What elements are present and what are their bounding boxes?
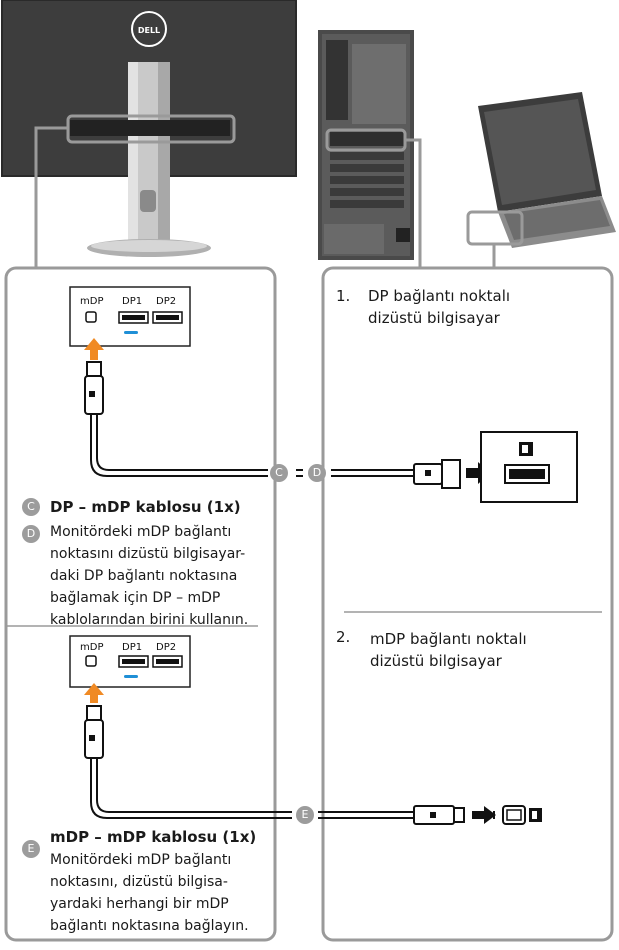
monitor-back-illustration (1, 0, 297, 257)
mdp-port-icon (85, 311, 97, 323)
port-label-mdp-bottom: mDP (80, 642, 104, 653)
dp-connector-plug (413, 459, 461, 489)
section-c-heading: DP – mDP kablosu (1x) (50, 498, 241, 516)
option1-line1: DP bağlantı noktalı (368, 287, 511, 305)
option2-line2: dizüstü bilgisayar (370, 652, 502, 670)
section-e-heading: mDP – mDP kablosu (1x) (50, 828, 257, 846)
displayport-logo-icon-small (529, 808, 542, 822)
section-d-line: noktasını dizüstü bilgisayar- (50, 546, 246, 562)
option1-line2: dizüstü bilgisayar (368, 309, 500, 327)
mdp-port-icon-bottom (85, 655, 97, 667)
port-label-dp1: DP1 (122, 296, 143, 307)
badge-e: E (22, 840, 40, 858)
displayport-logo-icon (519, 442, 533, 456)
option2-line1: mDP bağlantı noktalı (370, 630, 527, 648)
badge-d: D (22, 525, 40, 543)
mdp-connector-plug-right (413, 805, 465, 825)
desktop-tower-illustration (318, 30, 414, 260)
mdp-connector-bottom (84, 705, 104, 759)
section-d-line: daki DP bağlantı noktasına (50, 568, 238, 584)
right-frame (321, 266, 614, 942)
orange-up-arrow-bottom (84, 683, 104, 703)
section-e-line: Monitördeki mDP bağlantı (50, 852, 232, 868)
badge-c-cable: C (270, 464, 288, 482)
left-frame (4, 266, 277, 942)
option1-number: 1. (336, 287, 351, 305)
badge-d-cable: D (308, 464, 326, 482)
dell-logo-text: DELL (138, 26, 160, 35)
option2-number: 2. (336, 628, 351, 646)
section-d-line: bağlamak için DP – mDP (50, 590, 221, 606)
mdp-mdp-cable (90, 758, 495, 819)
section-d-line: kablolarından birini kullanın. (50, 612, 249, 628)
port-indicator (124, 331, 138, 334)
orange-up-arrow (84, 338, 104, 360)
laptop-illustration (478, 92, 616, 248)
mdp-port-icon-laptop (502, 805, 526, 825)
black-right-arrow-mdp (472, 806, 496, 824)
port-label-mdp: mDP (80, 296, 104, 307)
badge-e-cable: E (296, 806, 314, 824)
section-e-line: yardaki herhangi bir mDP (50, 896, 229, 912)
mdp-connector-top (84, 361, 104, 415)
dell-logo-icon (131, 11, 167, 47)
section-e-line: noktasını, dizüstü bilgisa- (50, 874, 228, 890)
leader-lines (34, 126, 496, 268)
badge-c: C (22, 498, 40, 516)
section-e-line: bağlantı noktasına bağlayın. (50, 918, 249, 934)
port-indicator-bottom (124, 675, 138, 678)
dp-port-icon (509, 469, 545, 479)
port-label-dp2: DP2 (156, 296, 177, 307)
port-label-dp1-bottom: DP1 (122, 642, 143, 653)
dp-mdp-cable (90, 414, 414, 477)
section-d-line: Monitördeki mDP bağlantı (50, 524, 232, 540)
port-label-dp2-bottom: DP2 (156, 642, 177, 653)
